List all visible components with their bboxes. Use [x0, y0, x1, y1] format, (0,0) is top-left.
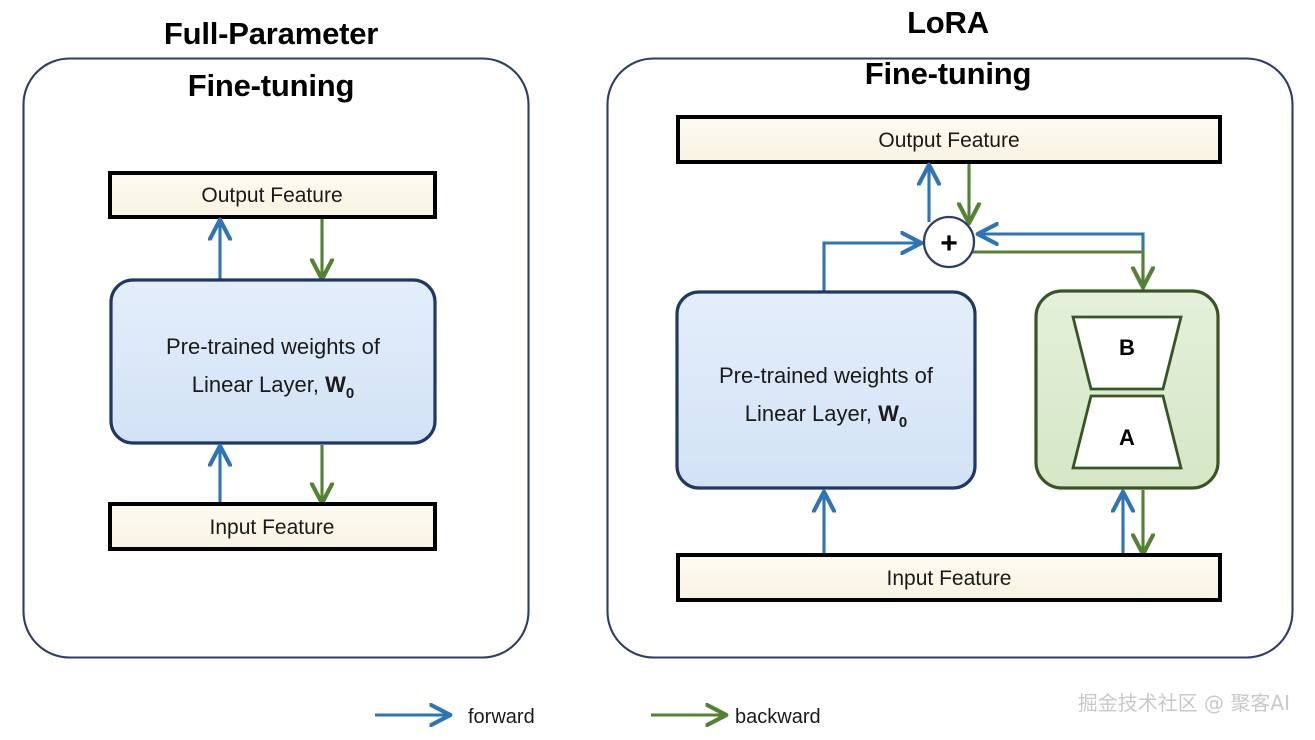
input-feature-label: Input Feature: [210, 516, 335, 539]
panel-title-line2-lora: Fine-tuning: [865, 56, 1032, 91]
panel-title-line2: Fine-tuning: [188, 68, 355, 103]
legend-label-forward: forward: [468, 706, 535, 728]
pretrained-weights-box: [109, 278, 437, 445]
pretrained-weights-line2-prefix: Linear Layer,: [192, 372, 325, 397]
panel-full-parameter: Full-Parameter Fine-tuning Output Featur…: [22, 16, 530, 659]
weights-subscript-lora: 0: [899, 414, 907, 431]
panel-lora: LoRA Fine-tuning Output Feature + Pre-tr…: [606, 5, 1294, 659]
weights-symbol-lora: W: [878, 401, 899, 426]
input-feature-box-lora: [676, 553, 1222, 602]
input-feature-node-lora: Input Feature: [676, 553, 1222, 602]
lora-up-trapezoid: [1071, 315, 1183, 391]
sum-circle: [922, 215, 976, 269]
panel-title-line1: Full-Parameter: [164, 16, 378, 51]
output-feature-box: [108, 171, 437, 219]
weights-symbol: W: [325, 372, 346, 397]
output-feature-box-lora: [676, 115, 1222, 164]
panel-title-line1-lora: LoRA: [907, 5, 989, 40]
pretrained-weights-box-lora: [675, 290, 977, 490]
input-feature-box: [108, 502, 437, 551]
pretrained-weights-node-full: Pre-trained weights of Linear Layer, W0: [109, 278, 437, 445]
output-feature-label-lora: Output Feature: [878, 129, 1019, 152]
pretrained-weights-node-lora: Pre-trained weights of Linear Layer, W0: [675, 290, 977, 490]
pretrained-weights-line2: Linear Layer, W0: [192, 372, 354, 402]
legend: forward backward: [375, 706, 821, 728]
forward-path-lora-to-sum: [980, 234, 1145, 290]
lora-up-label: B: [1119, 335, 1135, 360]
lora-adapter-node: B A: [1034, 289, 1220, 490]
output-feature-label: Output Feature: [201, 184, 342, 207]
input-feature-label-lora: Input Feature: [887, 567, 1012, 590]
sum-junction: +: [922, 215, 976, 269]
panel-outline-full: [22, 57, 530, 659]
weights-subscript: 0: [346, 385, 354, 402]
input-feature-node-full: Input Feature: [108, 502, 437, 551]
watermark-text: 掘金技术社区 @ 聚客AI: [1078, 691, 1290, 715]
lora-down-trapezoid: [1071, 394, 1183, 470]
pretrained-weights-line2-lora: Linear Layer, W0: [745, 401, 907, 431]
legend-item-forward: forward: [375, 706, 535, 728]
pretrained-weights-line1-lora: Pre-trained weights of: [719, 363, 934, 388]
plus-icon: +: [940, 227, 958, 260]
output-feature-node-full: Output Feature: [108, 171, 437, 219]
pretrained-weights-line1: Pre-trained weights of: [166, 334, 381, 359]
backward-path-sum-to-lora: [971, 250, 1143, 285]
forward-path-weights-to-sum: [822, 243, 919, 292]
output-feature-node-lora: Output Feature: [676, 115, 1222, 164]
panel-outline-lora: [606, 57, 1294, 659]
pretrained-weights-line2-prefix-lora: Linear Layer,: [745, 401, 878, 426]
legend-label-backward: backward: [735, 706, 821, 728]
lora-down-label: A: [1119, 425, 1135, 450]
legend-item-backward: backward: [651, 706, 821, 728]
